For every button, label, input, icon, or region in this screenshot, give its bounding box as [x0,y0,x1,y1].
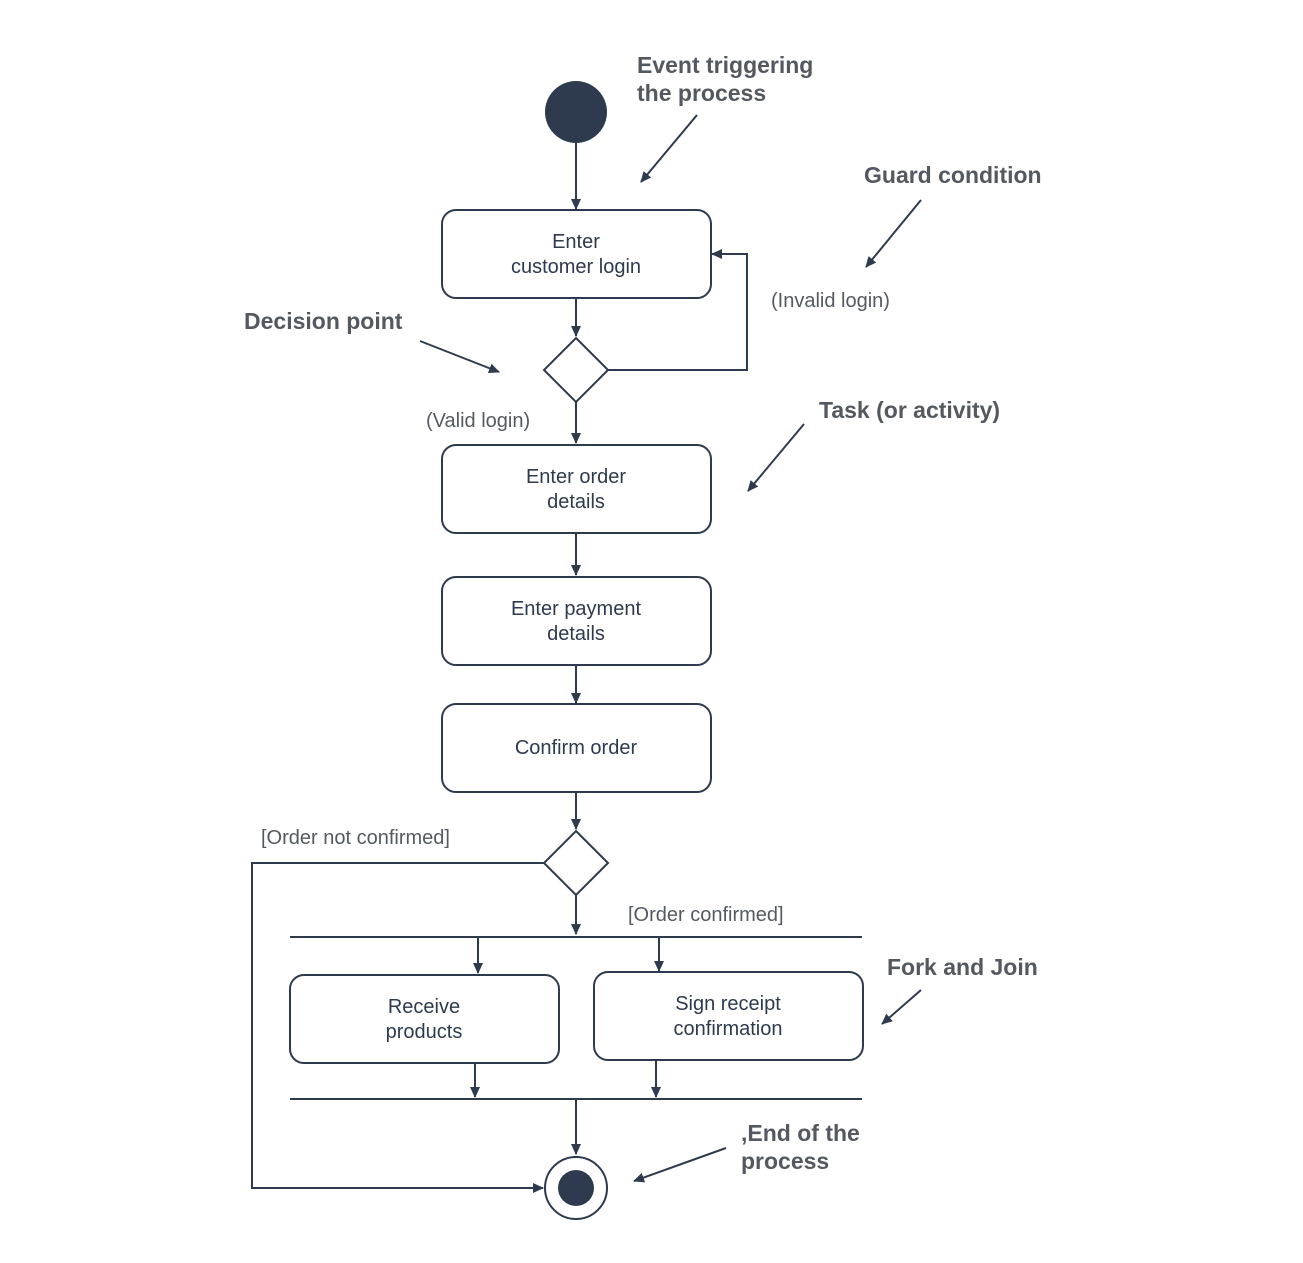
node-sign-line-2: confirmation [674,1018,783,1040]
callout-event-arrow [640,114,698,183]
callout-guard-condition: Guard condition [864,162,1042,188]
node-receive-products: Receive products [289,974,560,1064]
callout-end-arrow [633,1147,727,1183]
edge-order-not-confirmed [251,862,544,1193]
node-order-line-2: details [547,491,605,513]
node-confirm-order: Confirm order [441,703,712,793]
node-login-line-2: customer login [511,256,641,278]
node-enter-payment-details: Enter payment details [441,576,712,666]
callout-end-line-1: ,End of the [741,1120,860,1146]
decision-order-confirmed [542,829,610,897]
node-payment-line-1: Enter payment [511,598,642,620]
node-payment-line-2: details [547,623,605,645]
callout-event-line-2: the process [637,80,766,106]
node-login-line-1: Enter [552,231,600,253]
callout-fork-line-1: Fork and Join [887,954,1038,980]
node-receive-line-1: Receive [388,996,460,1018]
guard-order-confirmed: [Order confirmed] [628,904,784,926]
node-confirm-line-1: Confirm order [515,737,638,759]
node-enter-order-details: Enter order details [441,444,712,534]
callout-task-line-1: Task (or activity) [819,397,1000,423]
decision-login [542,336,610,404]
guard-valid-login: (Valid login) [426,410,530,432]
guard-order-not-confirmed: [Order not confirmed] [261,827,450,849]
callout-task: Task (or activity) [819,397,1000,423]
node-sign-receipt-confirmation: Sign receipt confirmation [593,971,864,1061]
node-sign-line-1: Sign receipt [675,993,781,1015]
callout-fork-and-join: Fork and Join [887,954,1038,980]
callout-task-arrow [747,423,805,492]
edge-invalid-login-loop [608,249,748,371]
callout-event-line-1: Event triggering [637,52,813,78]
node-order-line-1: Enter order [526,466,626,488]
callout-decision-arrow [419,340,500,374]
callout-guard-arrow [865,199,922,268]
node-enter-customer-login: Enter customer login [441,209,712,299]
callout-fork-arrow [881,989,922,1025]
callout-guard-line-1: Guard condition [864,162,1042,188]
callout-end-line-2: process [741,1148,829,1174]
svg-text:Confirm order: Confirm order [515,737,638,759]
guard-invalid-login: (Invalid login) [771,290,890,312]
node-receive-line-2: products [386,1021,463,1043]
callout-decision-line-1: Decision point [244,308,403,334]
start-node [545,81,607,143]
callout-decision-point: Decision point [244,308,403,334]
end-node-core [558,1170,594,1206]
